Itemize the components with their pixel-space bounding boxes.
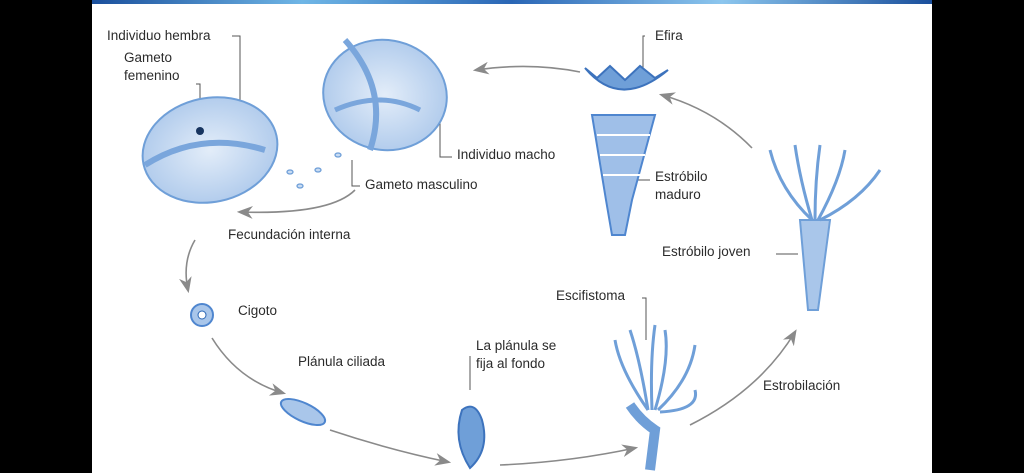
label-planula-fix-2: fija al fondo [476, 356, 546, 371]
label-fertilization: Fecundación interna [228, 227, 351, 242]
label-scyphistoma: Escifistoma [556, 288, 626, 303]
scyphistoma [613, 324, 698, 471]
zygote [190, 303, 214, 327]
arrow-male-to-fertilization [236, 189, 356, 219]
ciliated-planula [279, 397, 327, 427]
male-medusa [322, 37, 448, 152]
arrow-to-young-strobila [689, 329, 797, 426]
attached-planula [457, 405, 486, 470]
label-young-strobila: Estróbilo joven [662, 244, 751, 259]
arrow-zygote-to-planula [211, 337, 287, 396]
label-male: Individuo macho [457, 147, 556, 162]
female-gamete-dot [196, 127, 204, 135]
mature-strobila [590, 114, 657, 236]
label-mature-strobila-1: Estróbilo [655, 169, 708, 184]
label-planula-fix-1: La plánula se [476, 338, 557, 353]
ephyra [584, 64, 669, 91]
label-female-gamete-1: Gameto [124, 50, 173, 65]
label-strobilation: Estrobilación [763, 378, 841, 393]
label-planula: Plánula ciliada [298, 354, 386, 369]
arrow-young-strobila-to-ephyra [658, 92, 753, 149]
cycle-arrows [179, 61, 797, 466]
arrow-fix-to-scyphistoma [499, 444, 639, 466]
female-medusa [141, 96, 279, 204]
label-zygote: Cigoto [238, 303, 278, 318]
label-mature-strobila-2: maduro [655, 187, 701, 202]
arrow-to-zygote [179, 239, 196, 294]
young-strobila [768, 144, 882, 311]
sperm-cells [286, 152, 342, 189]
label-ephyra: Efira [655, 28, 683, 43]
label-female: Individuo hembra [107, 28, 211, 43]
label-female-gamete-2: femenino [124, 68, 180, 83]
arrow-ephyra-to-male [472, 61, 581, 75]
label-male-gamete: Gameto masculino [365, 177, 478, 192]
arrow-planula-to-fix [329, 429, 452, 466]
diagram-panel [92, 0, 932, 473]
top-accent-bar [92, 0, 932, 4]
